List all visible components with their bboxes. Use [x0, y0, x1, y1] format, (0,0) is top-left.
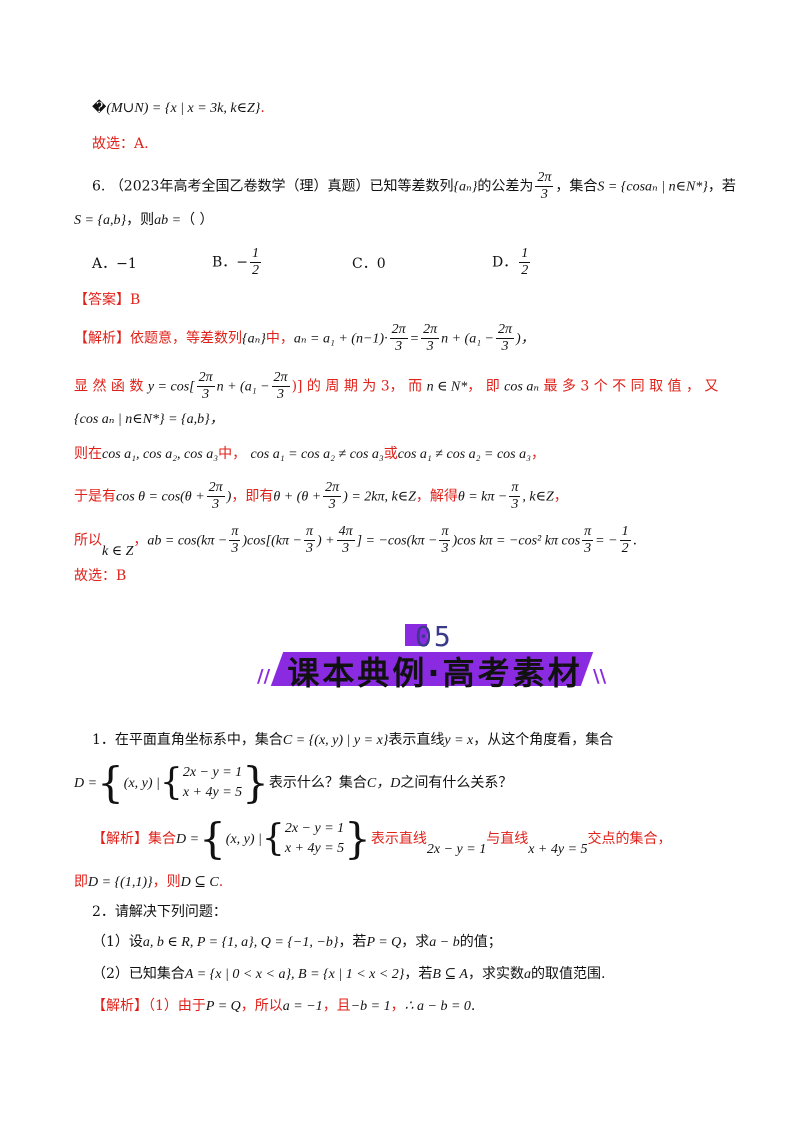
- q6-choice: 故选：B: [74, 568, 127, 584]
- complement-symbol: �: [92, 100, 107, 116]
- q6-source: （2023年高考全国乙卷数学（理）真题）已知等差数列: [109, 178, 454, 195]
- complement-expression: (M∪N) = {x | x = 3k, k∈Z}: [106, 101, 261, 116]
- ex1-analysis-l2: 即D = {(1,1)}，则D ⊆ C.: [74, 874, 224, 890]
- ex2-p2: （2）已知集合A = {x | 0 < x < a}, B = {x | 1 <…: [92, 966, 606, 982]
- q6-analysis-l4: 则在cos a₁, cos a₂, cos a₃中， cos a₁ = cos …: [74, 446, 545, 462]
- q6-line2: S = {a,b}，则ab =（ ）: [74, 210, 214, 231]
- q6-option-c: C．0: [352, 256, 386, 272]
- q6-text-set: ，集合: [555, 178, 598, 195]
- q6-set-S: S = {cosaₙ | n∈N*}: [597, 179, 708, 195]
- q6-line2-set: S = {a,b}: [74, 213, 127, 228]
- slash-right-decoration: \\: [593, 666, 607, 687]
- q6-seq: {aₙ}: [453, 179, 478, 195]
- section-number: 05: [415, 620, 453, 653]
- slash-left-decoration: //: [257, 666, 271, 687]
- section-header: 05 课本典例·高考素材 // \\: [255, 620, 607, 692]
- q6-line2-paren: （ ）: [181, 212, 214, 228]
- complement-line: �(M∪N) = {x | x = 3k, k∈Z}.: [92, 100, 265, 116]
- q6-answer: 【答案】B: [74, 292, 141, 308]
- q6-analysis-l3: {cos aₙ | n∈N*} = {a,b}，: [74, 412, 224, 427]
- ex2-analysis: 【解析】（1）由于P = Q，所以a = −1，且−b = 1，∴ a − b …: [92, 998, 476, 1014]
- ex2-title: 2．请解决下列问题：: [92, 904, 227, 920]
- q6-option-a: A．−1: [92, 256, 137, 272]
- ex1-line1: 1．在平面直角坐标系中，集合C = {(x, y) | y = x}表示直线y …: [92, 732, 614, 748]
- top-choice: 故选：A.: [92, 136, 149, 152]
- ex2-p1: （1）设a, b ∈ R, P = {1, a}, Q = {−1, −b}，若…: [92, 934, 502, 950]
- q6-number: 6.: [92, 178, 106, 195]
- q6-line2-expr: ab =: [154, 213, 182, 228]
- q6-text-mid: 的公差为: [477, 178, 534, 195]
- section-title: 课本典例·高考素材: [287, 654, 583, 692]
- section-number-accent: [405, 624, 427, 646]
- q6-line2-text: ，则: [126, 212, 155, 228]
- q6-text-if: ，若: [707, 178, 736, 195]
